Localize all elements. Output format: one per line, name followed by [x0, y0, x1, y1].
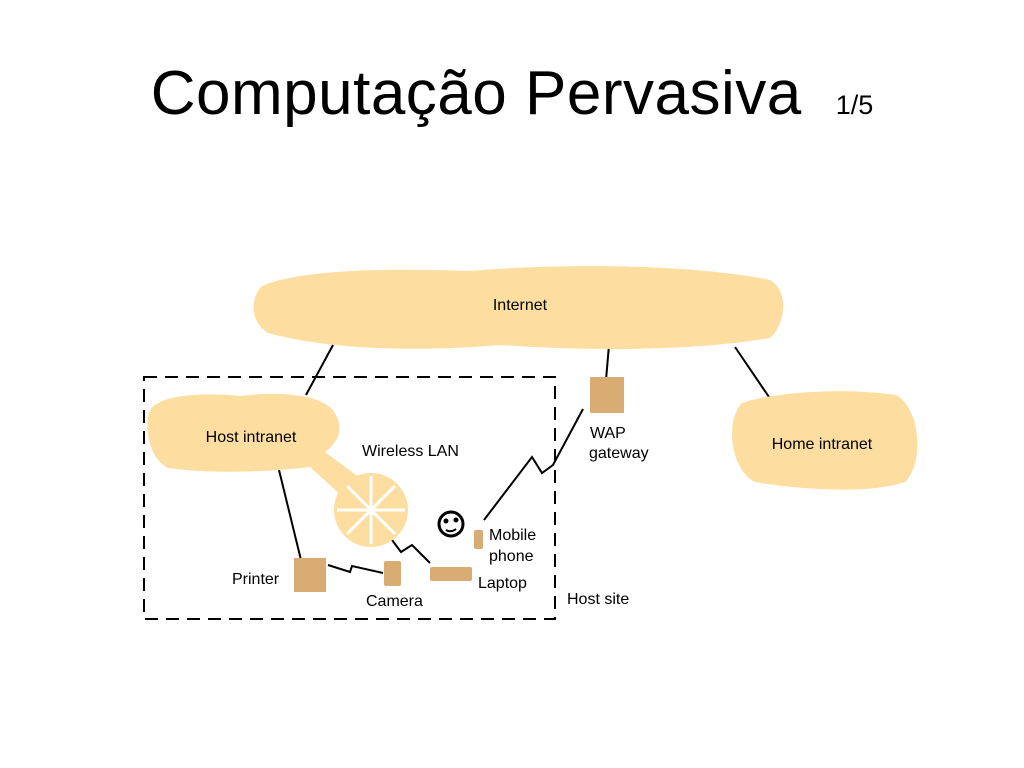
link-printer-camera — [327, 564, 384, 574]
label-home-intranet: Home intranet — [772, 436, 873, 453]
label-camera: Camera — [366, 593, 423, 610]
label-internet: Internet — [493, 297, 548, 314]
host-site-boundary — [143, 376, 556, 620]
link-internet-home — [734, 346, 770, 398]
label-gateway: gateway — [589, 445, 649, 462]
user-face-icon — [437, 510, 465, 538]
printer-device — [294, 558, 326, 592]
label-laptop: Laptop — [478, 575, 527, 592]
laptop-device — [430, 567, 472, 581]
wireless-lan-hub — [334, 473, 408, 547]
slide-title-text: Computação Pervasiva — [150, 59, 802, 128]
link-wireless-laptop — [391, 539, 431, 564]
slide-title: Computação Pervasiva 1/5 — [0, 58, 1024, 129]
camera-device — [384, 561, 401, 586]
label-wap: WAP — [590, 425, 626, 442]
mobile-phone-device — [474, 530, 483, 549]
home-intranet-cloud — [732, 391, 918, 490]
label-host-site: Host site — [567, 591, 629, 608]
link-host-printer — [278, 469, 302, 561]
page-indicator: 1/5 — [835, 90, 874, 120]
label-mobile: Mobile — [489, 527, 536, 544]
label-wireless-lan: Wireless LAN — [362, 443, 459, 460]
label-phone: phone — [489, 548, 534, 565]
link-internet-host — [305, 344, 334, 396]
internet-cloud — [253, 266, 784, 350]
host-intranet-cloud — [147, 393, 372, 505]
label-host-intranet: Host intranet — [206, 429, 297, 446]
wap-gateway-device — [590, 377, 624, 413]
link-wap-mobile — [483, 408, 584, 521]
link-internet-wap — [605, 344, 610, 381]
label-printer: Printer — [232, 571, 280, 588]
